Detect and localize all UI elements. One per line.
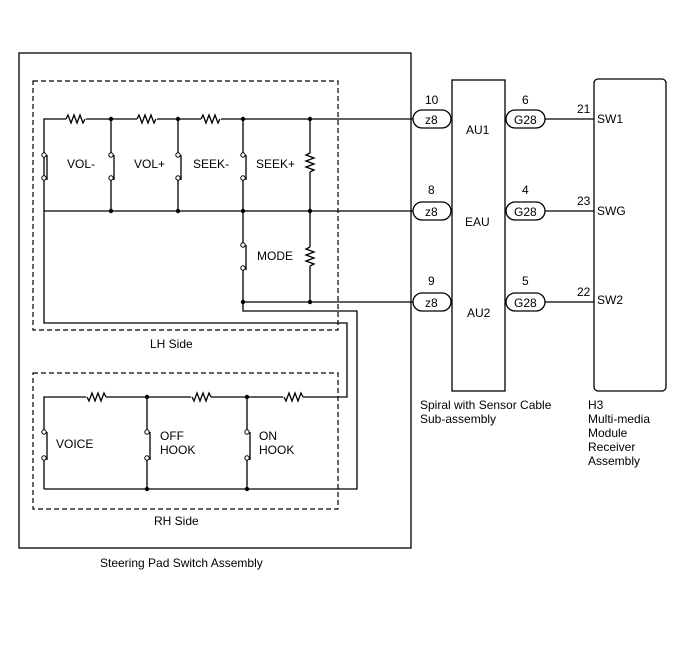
rh-side-boundary	[32, 372, 339, 510]
connector-g28-pin6	[505, 109, 546, 129]
pin-number-4: 4	[522, 183, 529, 197]
receiver-label-2: Multi-media	[588, 412, 650, 426]
signal-line-sw2: z8 9 G28 5 22	[412, 274, 594, 312]
spiral-cable-label-2: Sub-assembly	[420, 412, 496, 426]
switch-label-vol-plus: VOL+	[134, 157, 165, 171]
receiver-pin-sw2: SW2	[597, 293, 623, 307]
connector-z8-pin10	[412, 109, 452, 129]
steering-pad-assembly-label: Steering Pad Switch Assembly	[100, 556, 263, 570]
pin-number-5: 5	[522, 274, 529, 288]
receiver-pin-number-22: 22	[577, 285, 591, 299]
pin-number-10: 10	[425, 93, 439, 107]
receiver-pin-sw1: SW1	[597, 112, 623, 126]
connector-z8-pin8	[412, 201, 452, 221]
connector-g28-label: G28	[514, 296, 537, 310]
receiver-pin-number-21: 21	[577, 102, 591, 116]
receiver-label-5: Assembly	[588, 454, 640, 468]
connector-g28-pin5	[505, 292, 546, 312]
connector-z8-pin9	[412, 292, 452, 312]
lh-side-circuit	[41, 113, 415, 490]
lh-side-boundary	[32, 80, 339, 331]
receiver-pin-number-23: 23	[577, 194, 591, 208]
switch-label-on-hook-2: HOOK	[259, 443, 294, 457]
lh-side-label: LH Side	[150, 337, 193, 351]
spiral-cable-label-1: Spiral with Sensor Cable	[420, 398, 552, 412]
switch-label-off-hook-2: HOOK	[160, 443, 195, 457]
spiral-cable-box	[451, 79, 506, 392]
receiver-label-4: Receiver	[588, 440, 635, 454]
switch-label-seek-minus: SEEK-	[193, 157, 229, 171]
receiver-box	[593, 78, 667, 392]
connector-z8-label: z8	[425, 296, 438, 310]
rh-side-circuit	[41, 391, 304, 492]
connector-z8-label: z8	[425, 205, 438, 219]
switch-label-mode: MODE	[257, 249, 293, 263]
rh-side-label: RH Side	[154, 514, 199, 528]
signal-line-swg: z8 8 G28 4 23	[412, 183, 594, 221]
switch-label-seek-plus: SEEK+	[256, 157, 295, 171]
connector-g28-label: G28	[514, 113, 537, 127]
switch-label-vol-minus: VOL-	[67, 157, 95, 171]
spiral-signal-eau: EAU	[465, 215, 490, 229]
switch-label-off-hook-1: OFF	[160, 429, 184, 443]
receiver-label-3: Module	[588, 426, 628, 440]
connector-g28-pin4	[505, 201, 546, 221]
connector-z8-label: z8	[425, 113, 438, 127]
receiver-pin-swg: SWG	[597, 204, 626, 218]
receiver-label-1: H3	[588, 398, 604, 412]
signal-line-sw1: z8 10 G28 6 21	[412, 93, 594, 129]
connector-g28-label: G28	[514, 205, 537, 219]
spiral-signal-au1: AU1	[466, 123, 490, 137]
switch-label-voice: VOICE	[56, 437, 93, 451]
pin-number-9: 9	[428, 274, 435, 288]
steering-pad-assembly-box	[18, 52, 412, 549]
pin-number-8: 8	[428, 183, 435, 197]
pin-number-6: 6	[522, 93, 529, 107]
spiral-signal-au2: AU2	[467, 306, 491, 320]
switch-label-on-hook-1: ON	[259, 429, 277, 443]
